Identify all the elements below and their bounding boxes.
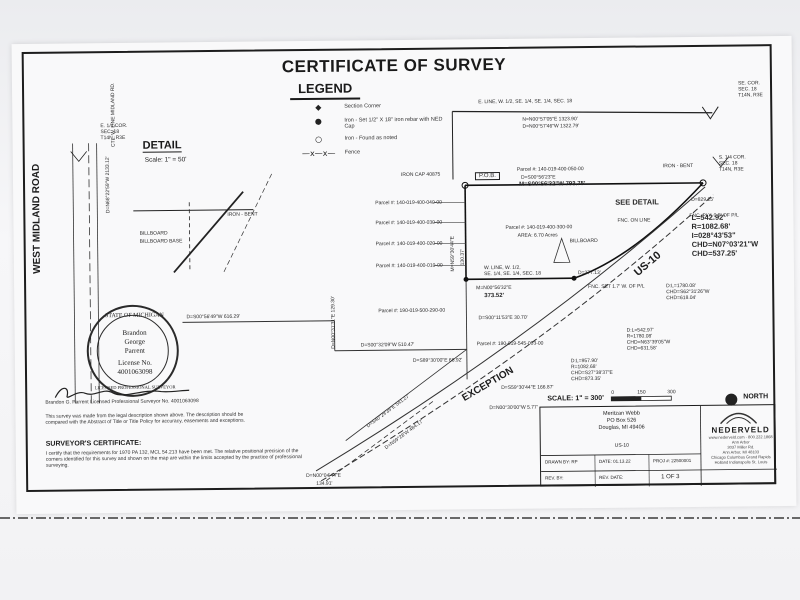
fnc-ply-label: FNC. PLY. 0.5' OF P/L [689, 212, 739, 220]
d-3070-bearing: D=S00°11'53"E 30.70' [478, 314, 528, 322]
north-label: NORTH [743, 393, 769, 401]
se-corner: SE. COR. SEC. 18 T14N, R3E [737, 80, 763, 99]
paper-fold-edge [0, 517, 800, 519]
surveyor-certificate-title: SURVEYOR'S CERTIFICATE: [45, 439, 142, 448]
firm-info: NEDERVELD www.nederveld.com · 800.222.18… [708, 425, 773, 465]
west-line-dist: 130.37' [459, 249, 466, 266]
parcel-label: Parcel #: 140-019-400-030-00 [375, 219, 443, 227]
d-6692-bearing: D=S89°30'00"E 66.92' [412, 357, 463, 364]
s-quarter-corner: S. 1/4 COR. SEC. 18 T14N, R3E [718, 154, 746, 173]
exception-bearing-3: D=N00°04'44"E [306, 472, 342, 480]
north-d-bearing: D=S00°56'23"E [520, 174, 556, 181]
revised-by: REV. BY: [545, 475, 564, 481]
parcel-label: Parcel #: 190-019-500-290-00 [378, 307, 446, 315]
date: DATE: 01.13.22 [598, 458, 631, 464]
bottom-bearing: D=S00°32'09"W 510.47' [360, 341, 415, 349]
parcel-label: Parcel #: 140-019-400-050-00 [516, 166, 584, 173]
see-detail-label: SEE DETAIL [615, 197, 659, 207]
title-block: Meritzan Webb PO Box 526 Douglas, MI 494… [539, 404, 778, 488]
centerline-label: CTL. W. LINE MIDLAND RD. [109, 82, 117, 148]
d-166-bearing: D=S59°30'44"E 166.87' [501, 384, 554, 391]
d-829-label: D=829.25' [691, 196, 715, 203]
detail-scale: Scale: 1" = 50' [144, 156, 187, 164]
scale-tick: 150 [637, 389, 646, 396]
d-577-bearing: D=N00°30'00"W 5.77' [489, 404, 538, 412]
signature-icon [54, 387, 190, 398]
parcel-label: Parcel #: 140-019-400-020-00 [375, 240, 443, 248]
detail-billboard-label: BILLBOARD [139, 230, 168, 237]
iron-bent-label: IRON - BENT [662, 162, 694, 170]
curve-3-data: D:L=542.97' R=1780.08' CHD=N63°39'05"W C… [626, 327, 671, 352]
d-377-label: D=377.13' [577, 269, 601, 277]
title-block-grid [540, 405, 778, 488]
pob-label: P.O.B. [474, 171, 500, 181]
mid-line-bearing: M=N00°56'32"E [476, 284, 512, 292]
curve-1-data: L=542.92' R=1082.68' I=028°43'53" CHD=N0… [691, 212, 759, 258]
south-bearing: D=S00°56'49"W 616.29' [186, 313, 241, 321]
billboard-label: BILLBOARD [569, 237, 598, 245]
west-line-bearing: M=N59°30'44"E [449, 236, 456, 272]
fnc-on-line-label: FNC. ON LINE [617, 217, 651, 224]
curve-4-data: D:L=957.90' R=1082.68' CHD=S27°38'37"E C… [570, 357, 613, 383]
revision-date: REV. DATE: [599, 474, 624, 480]
parcel-label: Parcel #: 140-019-400-010-00 [375, 262, 443, 270]
parcel-label: Parcel #: 190-019-545-003-00 [476, 340, 544, 348]
top-d-bearing: D=N00°57'46"W 1322.79' [522, 123, 580, 130]
project-number: PROJ #: 22500001 [652, 458, 692, 464]
road-label: WEST MIDLAND ROAD [30, 163, 43, 274]
scale-label: SCALE: 1" = 300' [547, 394, 604, 403]
survey-sheet: CERTIFICATE OF SURVEY LEGEND ◆ Section C… [11, 35, 797, 515]
survey-drawing [70, 106, 738, 482]
parcel-label: Parcel #: 140-019-400-040-00 [375, 199, 442, 207]
scale-tick: 300 [667, 389, 676, 396]
exception-dist-3: 134.91' [316, 480, 333, 487]
billboard-base-label: BILLBOARD BASE [139, 238, 183, 245]
detail-iron-bent-label: IRON - BENT [227, 211, 258, 218]
survey-notes: This survey was made from the legal desc… [45, 411, 246, 426]
iron-cap-label: IRON CAP 40875 [400, 171, 441, 179]
detail-title: DETAIL [142, 139, 182, 153]
curve-2-data: D:L=1780.08' CHD=S62°31'26"W CHD=618.04' [666, 282, 710, 302]
top-line-label: E. LINE, W. 1/2, SE. 1/4, SE. 1/4, SEC. … [478, 98, 573, 106]
scale-tick: 0 [611, 389, 615, 396]
d-129-bearing: D=N00°31'31"E 129.30' [330, 296, 337, 349]
w-line-label: W. LINE, W. 1/2, SE. 1/4, SE. 1/4, SEC. … [483, 264, 542, 278]
sheet-number: 1 OF 3 [661, 474, 680, 481]
road-bearing: D=N68°22'59"W 2133.12' [104, 156, 112, 214]
surveyor-certificate-body: I certify that the requirements for 1970… [45, 448, 302, 469]
main-parcel-area: AREA: 6.70 Acres [517, 232, 558, 239]
mid-line-dist: 373.52' [484, 292, 505, 300]
nederveld-logo-icon [720, 412, 758, 425]
north-m-bearing: M=S00°56'32"W 793.75' [519, 181, 586, 188]
top-n-bearing: N=N00°57'05"E 1323.90' [522, 116, 578, 123]
drawn-by: DRAWN BY: RP [544, 459, 578, 465]
main-parcel-number: Parcel #: 140-019-400-300-00 [505, 224, 573, 231]
fnc-set-label: FNC. SET 1.7' W. OF P/L [588, 283, 645, 291]
